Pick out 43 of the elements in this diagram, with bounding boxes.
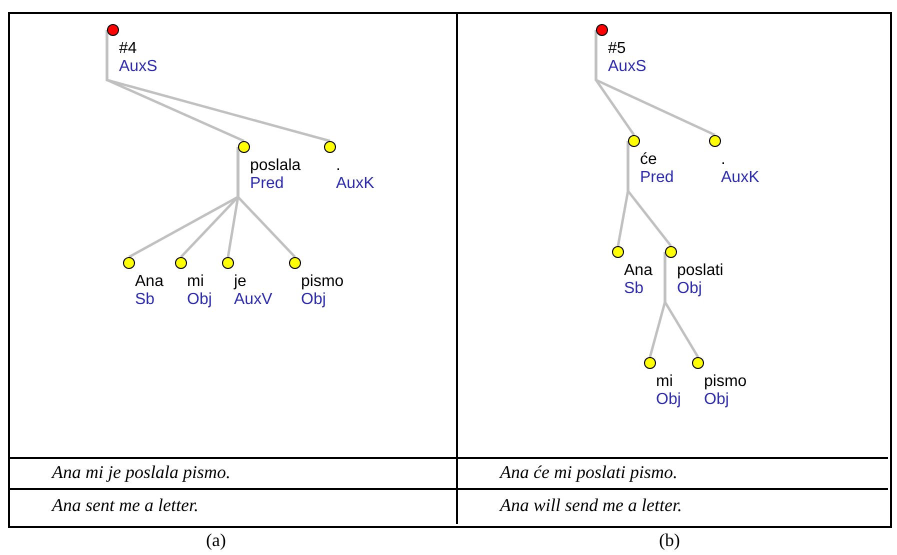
word-text: .	[336, 157, 340, 175]
word-text: je	[234, 273, 246, 291]
tree-node	[289, 257, 344, 309]
word-text: mi	[656, 373, 673, 391]
function-tag: Obj	[677, 280, 702, 298]
panel-caption: (b)	[659, 530, 680, 551]
word-text: pismo	[704, 373, 747, 391]
example-sentence: Ana će mi poslati pismo.	[500, 462, 678, 483]
function-tag: Sb	[624, 280, 644, 298]
function-tag: Pred	[640, 169, 674, 187]
word-text: pismo	[301, 273, 344, 291]
word-text: poslati	[677, 262, 724, 280]
function-tag: AuxK	[721, 169, 760, 187]
translation-text: Ana sent me a letter.	[52, 495, 198, 516]
function-tag: AuxV	[234, 291, 272, 309]
word-text: će	[640, 151, 657, 169]
function-tag: AuxS	[119, 58, 158, 76]
panel-caption: (a)	[206, 530, 226, 551]
word-text: .	[721, 151, 726, 169]
function-tag: Pred	[250, 175, 284, 193]
word-text: poslala	[250, 157, 301, 175]
word-text: Ana	[624, 262, 652, 280]
word-text: #5	[608, 40, 626, 58]
function-tag: Obj	[187, 291, 212, 309]
tree-branch-line	[106, 30, 330, 142]
tree-node	[665, 246, 724, 298]
tree-node	[175, 257, 212, 309]
example-sentence: Ana mi je poslala pismo.	[52, 462, 230, 483]
tree-node	[644, 357, 681, 409]
tree-node	[692, 357, 747, 409]
function-tag: Obj	[301, 291, 326, 309]
word-text: Ana	[135, 273, 164, 291]
translation-text: Ana will send me a letter.	[500, 495, 682, 516]
word-text: #4	[119, 40, 137, 58]
word-text: mi	[187, 273, 204, 291]
tree-branch-line	[626, 141, 672, 247]
function-tag: Obj	[656, 391, 681, 409]
function-tag: Obj	[704, 391, 729, 409]
function-tag: AuxS	[608, 58, 646, 76]
tree-branch-line	[594, 30, 716, 136]
function-tag: AuxK	[336, 175, 374, 193]
tree-branch-line	[664, 252, 700, 358]
function-tag: Sb	[135, 291, 155, 309]
